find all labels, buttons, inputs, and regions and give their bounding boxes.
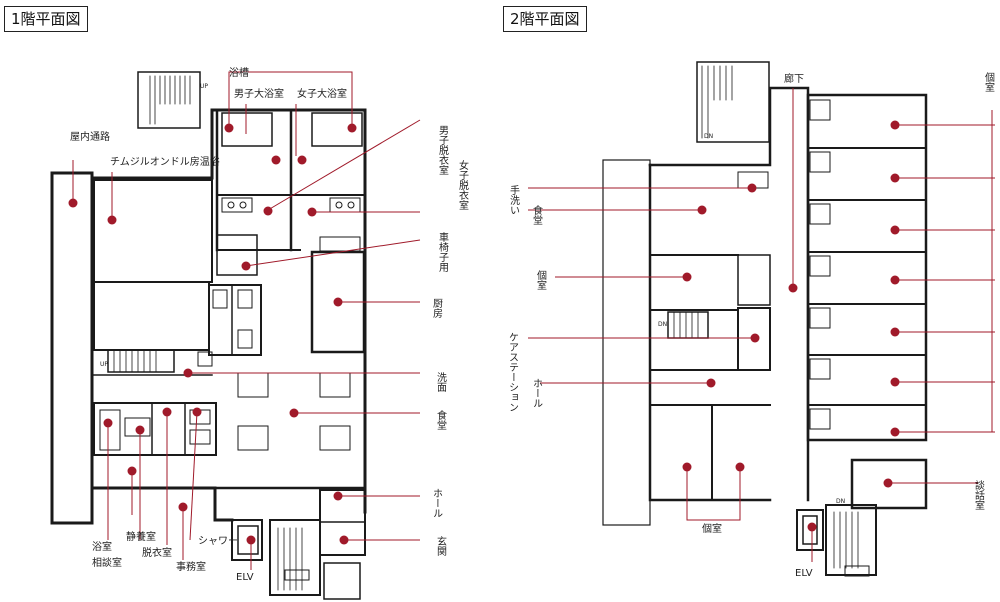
label-chubo: 厨房 [431,298,443,319]
label-shokudo-2: 食堂 [531,204,543,225]
label-seiyoshitsu: 静養室 [126,530,156,543]
stair-mark-dn-2: DN [658,321,667,328]
label-jimushitsu: 事務室 [176,560,206,573]
label-care-station: ケアステーション [507,332,519,412]
stair-mark-dn-1: DN [704,133,713,140]
stair-mark-up-2: UP [100,361,108,368]
label-sodanshitsu: 相談室 [92,556,122,569]
floor2-callout-lines [528,88,995,562]
label-hall-1: ホール [431,488,443,518]
label-chimjil: チムジルオンドル房温浴 [110,155,220,168]
label-danshi-datsuishitsu: 男子脱衣室 [437,125,449,175]
label-kurumaisu: 車椅子用 [437,231,449,273]
label-yokushitsu: 浴室 [92,540,112,553]
label-koshitsu-bottom: 個室 [702,522,722,535]
label-shokudo-1: 食堂 [435,409,447,430]
label-danshi-daiyokushitsu: 男子大浴室 [234,87,284,100]
label-elv-2: ELV [795,568,813,579]
stair-mark-up-1: UP [200,83,208,90]
label-joshi-daiyokushitsu: 女子大浴室 [297,87,347,100]
stair-mark-dn-3: DN [836,498,845,505]
label-datsuishitsu: 脱衣室 [142,546,172,559]
floor2-walls [602,61,928,577]
label-danwashitsu: 談話室 [973,479,985,510]
label-senmen: 洗面 [435,372,447,393]
label-tearai: 手洗い [508,184,520,215]
label-elv-1: ELV [236,572,254,583]
label-yokusou: 浴槽 [229,66,249,79]
label-roka: 廊下 [784,72,804,85]
label-joshi-datsuishitsu: 女子脱衣室 [457,159,469,210]
floor1-callout-lines [72,71,421,570]
label-okunai-tsuro: 屋内通路 [70,130,110,143]
label-hall-2: ホール [531,378,543,408]
label-genkan: 玄関 [435,535,447,557]
floor1-walls [50,71,367,600]
floor2-title: 2階平面図 [503,6,587,32]
floor2-room-dots [682,120,900,532]
label-shower: シャワー [198,536,238,547]
floor1-title: 1階平面図 [4,6,88,32]
label-koshitsu-left: 個室 [535,269,547,290]
floor1-room-dots [68,123,357,545]
label-koshitsu-right: 個室 [983,71,995,92]
